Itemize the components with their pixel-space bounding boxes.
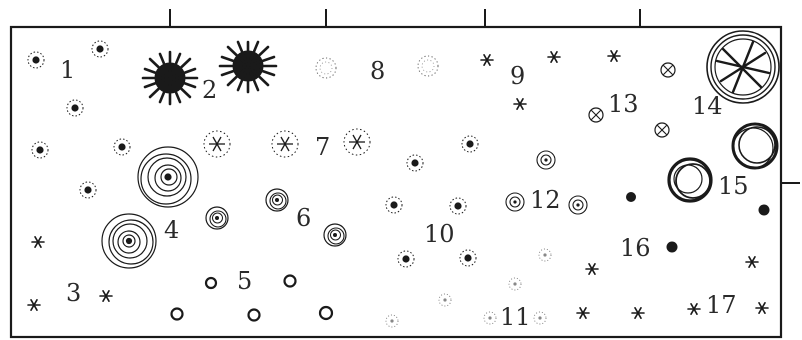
label-6: 6 bbox=[296, 204, 311, 232]
label-4: 4 bbox=[164, 216, 179, 244]
label-8: 8 bbox=[370, 57, 385, 85]
label-1: 1 bbox=[60, 56, 75, 84]
label-15: 15 bbox=[718, 172, 749, 200]
group-4-large-spirals bbox=[102, 147, 198, 268]
label-5: 5 bbox=[237, 267, 252, 295]
label-3: 3 bbox=[66, 279, 81, 307]
group-6-spirals bbox=[206, 189, 346, 246]
group-17-small-stars bbox=[577, 257, 768, 318]
label-17: 17 bbox=[706, 291, 737, 319]
group-7-halo-starbursts bbox=[204, 129, 370, 157]
label-7: 7 bbox=[315, 133, 330, 161]
label-9: 9 bbox=[510, 62, 525, 90]
label-2: 2 bbox=[202, 76, 217, 104]
label-13: 13 bbox=[608, 90, 639, 118]
label-10: 10 bbox=[424, 220, 455, 248]
label-12: 12 bbox=[530, 186, 561, 214]
group-1-halo-stars bbox=[28, 41, 130, 198]
group-9-stars bbox=[481, 51, 620, 109]
plate-frame bbox=[11, 9, 800, 337]
label-16: 16 bbox=[620, 234, 651, 262]
label-11: 11 bbox=[500, 303, 531, 331]
label-14: 14 bbox=[692, 92, 723, 120]
